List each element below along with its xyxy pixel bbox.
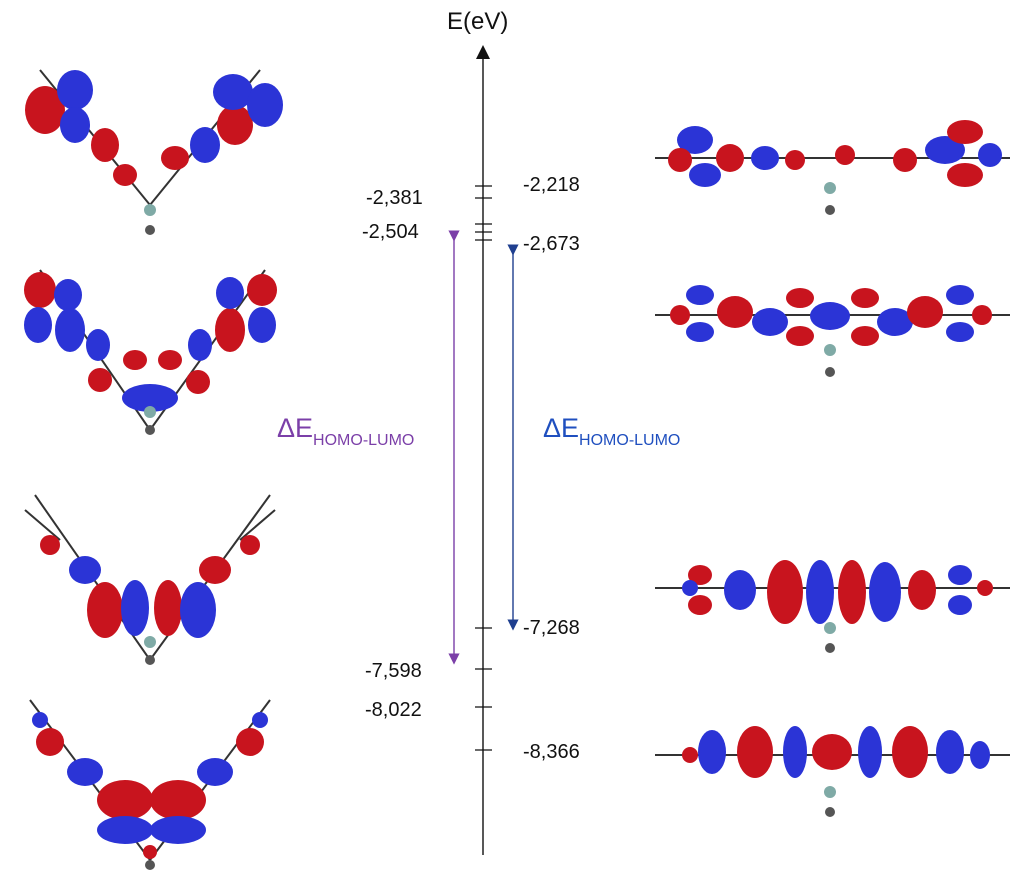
orbital-left-homo-minus-1 (29, 699, 271, 870)
energy-ticks (475, 185, 492, 751)
orbital-right-homo-minus-1 (655, 726, 1010, 817)
orbital-left-homo (24, 494, 276, 665)
orbital-right-homo (655, 560, 1010, 653)
energy-label-left: -2,381 (366, 187, 423, 209)
gap-symbol: ΔE (543, 413, 580, 443)
orbital-left-lumo (24, 269, 277, 435)
gap-label-left: ΔEHOMO-LUMO (277, 413, 414, 456)
axis-title: E(eV) (447, 8, 509, 35)
gap-subscript: HOMO-LUMO (313, 432, 415, 449)
gap-subscript: HOMO-LUMO (579, 432, 681, 449)
energy-label-right: -8,366 (523, 741, 580, 763)
orbital-right-lumo (655, 285, 1010, 377)
gap-label-right: ΔEHOMO-LUMO (543, 413, 680, 456)
energy-label-left: -7,598 (365, 660, 422, 682)
energy-label-left: -8,022 (365, 699, 422, 721)
energy-label-right: -7,268 (523, 617, 580, 639)
energy-label-right: -2,218 (523, 174, 580, 196)
gap-symbol: ΔE (277, 413, 314, 443)
energy-label-right: -2,673 (523, 233, 580, 255)
energy-label-left: -2,504 (362, 221, 419, 243)
orbital-right-lumo-plus-1 (655, 120, 1010, 215)
orbital-left-lumo-plus-1 (25, 69, 283, 235)
